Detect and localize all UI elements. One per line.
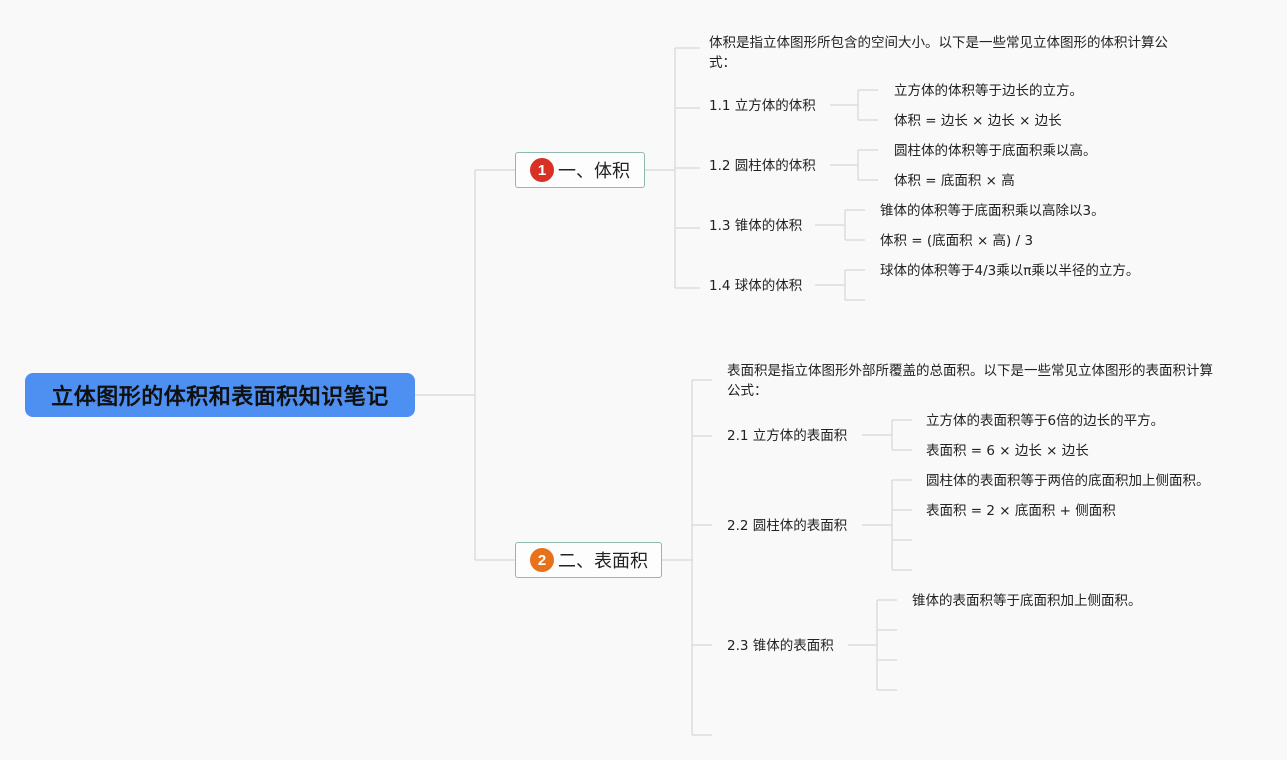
- detail-text[interactable]: 立方体的表面积等于6倍的边长的平方。: [926, 413, 1165, 429]
- number-badge-icon: 2: [530, 548, 554, 572]
- topic-cylinder-surface-area[interactable]: 2.2 圆柱体的表面积: [727, 518, 848, 534]
- detail-text[interactable]: 球体的体积等于4/3乘以π乘以半径的立方。: [880, 263, 1140, 279]
- branch-surface-area[interactable]: 2 二、表面积: [515, 542, 662, 578]
- detail-text[interactable]: 立方体的体积等于边长的立方。: [894, 83, 1083, 99]
- topic-cylinder-volume[interactable]: 1.2 圆柱体的体积: [709, 158, 816, 174]
- branch-label: 二、表面积: [558, 551, 648, 572]
- detail-formula[interactable]: 体积 = (底面积 × 高) / 3: [880, 233, 1034, 249]
- detail-formula[interactable]: 表面积 = 6 × 边长 × 边长: [926, 443, 1089, 459]
- root-node[interactable]: 立体图形的体积和表面积知识笔记: [25, 373, 415, 417]
- branch-label: 一、体积: [558, 161, 630, 182]
- number-badge-icon: 1: [530, 158, 554, 182]
- detail-formula[interactable]: 体积 = 底面积 × 高: [894, 173, 1015, 189]
- root-title: 立体图形的体积和表面积知识笔记: [51, 385, 389, 410]
- detail-text[interactable]: 锥体的表面积等于底面积加上侧面积。: [912, 593, 1142, 609]
- topic-cube-volume[interactable]: 1.1 立方体的体积: [709, 98, 816, 114]
- volume-intro[interactable]: 体积是指立体图形所包含的空间大小。以下是一些常见立体图形的体积计算公式：: [709, 35, 1168, 71]
- topic-cone-surface-area[interactable]: 2.3 锥体的表面积: [727, 638, 834, 654]
- topic-cube-surface-area[interactable]: 2.1 立方体的表面积: [727, 428, 848, 444]
- topic-sphere-volume[interactable]: 1.4 球体的体积: [709, 278, 803, 294]
- detail-formula[interactable]: 表面积 = 2 × 底面积 + 侧面积: [926, 503, 1116, 519]
- topic-cone-volume[interactable]: 1.3 锥体的体积: [709, 218, 803, 234]
- branch-volume[interactable]: 1 一、体积: [515, 152, 645, 188]
- detail-text[interactable]: 锥体的体积等于底面积乘以高除以3。: [880, 203, 1105, 219]
- detail-text[interactable]: 圆柱体的表面积等于两倍的底面积加上侧面积。: [926, 473, 1210, 489]
- surface-area-intro[interactable]: 表面积是指立体图形外部所覆盖的总面积。以下是一些常见立体图形的表面积计算公式：: [727, 363, 1213, 399]
- detail-text[interactable]: 圆柱体的体积等于底面积乘以高。: [894, 143, 1097, 159]
- detail-formula[interactable]: 体积 = 边长 × 边长 × 边长: [894, 113, 1062, 129]
